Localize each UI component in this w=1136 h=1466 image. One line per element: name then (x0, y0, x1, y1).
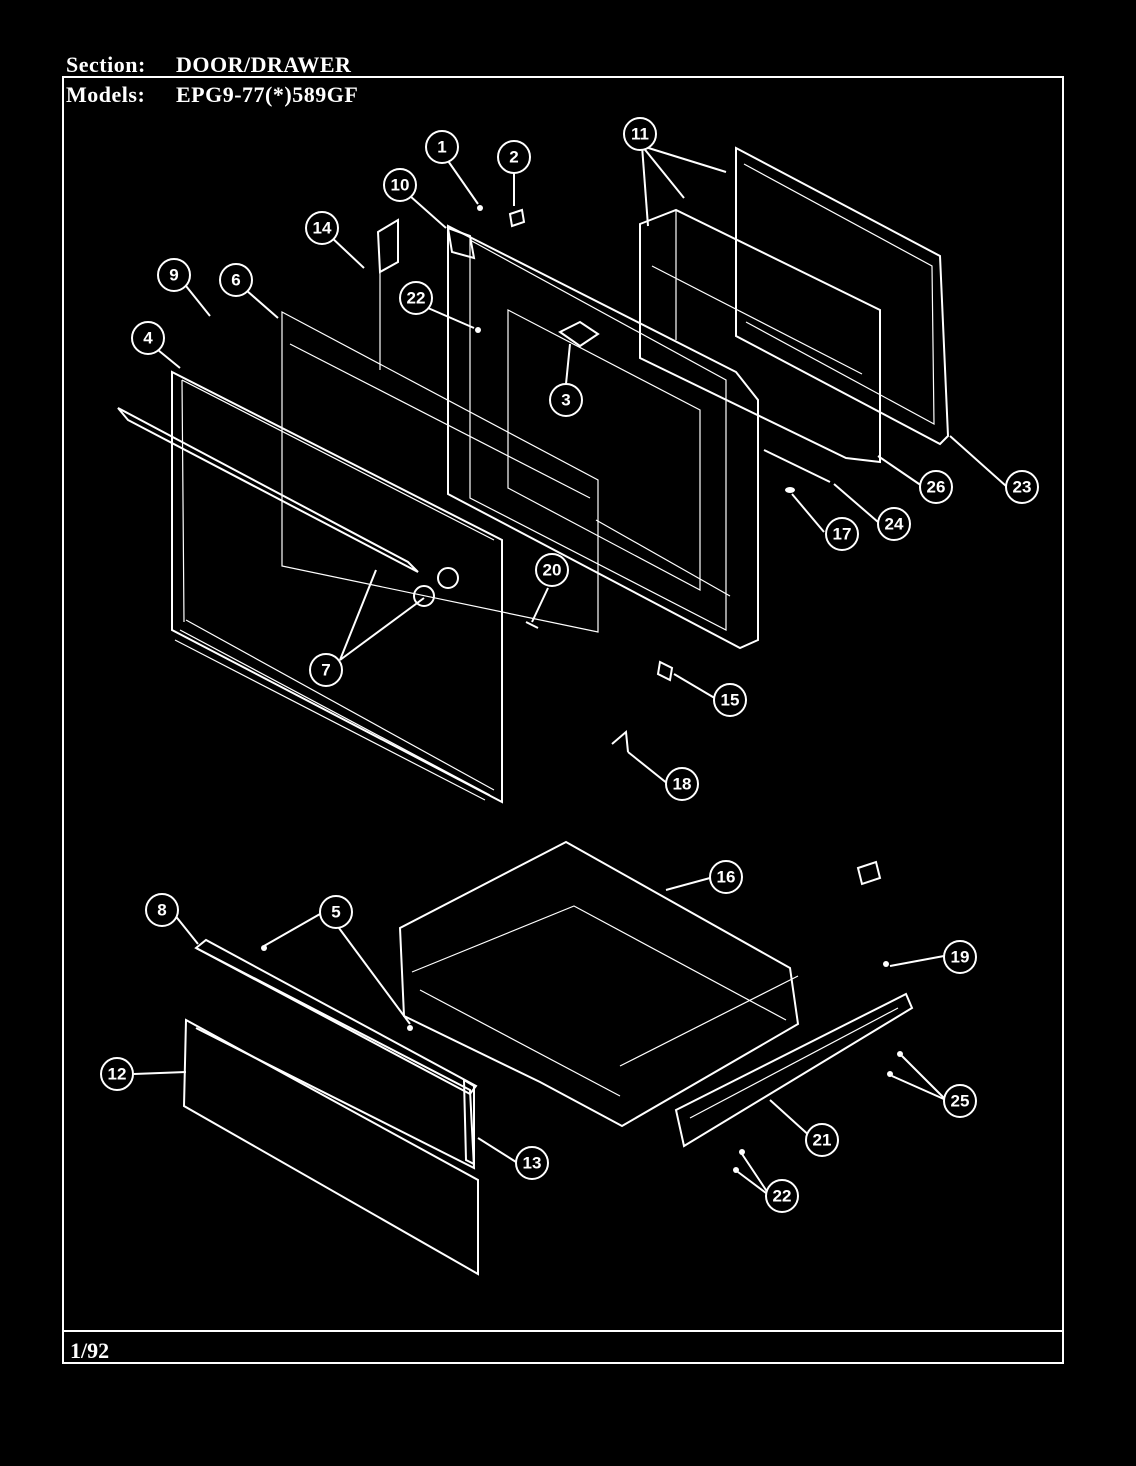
door-handle (117, 407, 459, 607)
callout-22-upper: 22 (399, 281, 433, 315)
svg-text:4: 4 (143, 329, 153, 348)
svg-text:19: 19 (951, 948, 970, 967)
diagram-frame (62, 76, 1064, 1364)
svg-text:12: 12 (108, 1065, 127, 1084)
callout-12: 12 (100, 1057, 134, 1091)
svg-text:24: 24 (885, 515, 904, 534)
callout-11: 11 (623, 117, 657, 151)
part-24-rod (763, 449, 831, 483)
part-22-screw-lower-a (739, 1149, 745, 1155)
part-22-screw-lower-b (733, 1167, 739, 1173)
svg-text:9: 9 (169, 266, 178, 285)
callout-6: 6 (219, 263, 253, 297)
drawer-side-rail (674, 992, 914, 1148)
footer-divider (62, 1330, 1064, 1332)
door-hinge (446, 226, 476, 260)
svg-text:3: 3 (561, 391, 570, 410)
part-25-screw-a (897, 1051, 903, 1057)
part-15-bumper (656, 660, 674, 682)
callout-7: 7 (309, 653, 343, 687)
svg-text:21: 21 (813, 1131, 832, 1150)
svg-text:5: 5 (331, 903, 340, 922)
svg-text:18: 18 (673, 775, 692, 794)
svg-text:15: 15 (721, 691, 740, 710)
door-glass (281, 311, 599, 633)
drawer-front-panel (182, 947, 479, 1276)
callout-9: 9 (157, 258, 191, 292)
callout-14: 14 (305, 211, 339, 245)
callout-4: 4 (131, 321, 165, 355)
drawer-handle-rod (194, 938, 478, 1096)
callout-8: 8 (145, 893, 179, 927)
callout-17: 17 (825, 517, 859, 551)
part-19-screw (883, 961, 889, 967)
svg-text:2: 2 (509, 148, 518, 167)
callout-22-lower: 22 (765, 1179, 799, 1213)
leader-lines (133, 145, 1007, 1197)
callout-23: 23 (1005, 470, 1039, 504)
svg-text:7: 7 (321, 661, 330, 680)
svg-text:14: 14 (313, 219, 332, 238)
callout-3: 3 (549, 383, 583, 417)
part-5-screw-b (407, 1025, 413, 1031)
door-insulation (639, 208, 881, 464)
svg-text:22: 22 (773, 1187, 792, 1206)
svg-text:23: 23 (1013, 478, 1032, 497)
back-door-panel (735, 146, 950, 446)
callout-13: 13 (515, 1146, 549, 1180)
svg-text:26: 26 (927, 478, 946, 497)
callout-20: 20 (535, 553, 569, 587)
callout-24: 24 (877, 507, 911, 541)
callout-10: 10 (383, 168, 417, 202)
part-25-screw-b (887, 1071, 893, 1077)
drawer-bracket (462, 1078, 475, 1166)
svg-text:6: 6 (231, 271, 240, 290)
svg-text:11: 11 (631, 125, 649, 144)
svg-text:22: 22 (407, 289, 426, 308)
part-18-clip (611, 729, 629, 753)
svg-text:8: 8 (157, 901, 166, 920)
door-side-trim (376, 218, 399, 370)
section-label: Section: (66, 52, 146, 77)
svg-text:13: 13 (523, 1154, 542, 1173)
section-value: DOOR/DRAWER (176, 52, 352, 77)
part-2-clip (508, 208, 526, 228)
callout-26: 26 (919, 470, 953, 504)
svg-text:16: 16 (717, 868, 736, 887)
door-bracket (558, 320, 600, 348)
callout-18: 18 (665, 767, 699, 801)
callout-5: 5 (319, 895, 353, 929)
models-label: Models: (66, 82, 146, 107)
callout-2: 2 (497, 140, 531, 174)
svg-text:17: 17 (833, 525, 852, 544)
svg-text:10: 10 (391, 176, 410, 195)
part-1-screw (477, 205, 483, 211)
models-value: EPG9-77(*)589GF (176, 82, 359, 107)
drawer-body (398, 840, 800, 1128)
callout-15: 15 (713, 683, 747, 717)
callout-25: 25 (943, 1084, 977, 1118)
callout-19: 19 (943, 940, 977, 974)
svg-text:1: 1 (437, 138, 446, 157)
part-19-clip-small (856, 860, 882, 886)
callout-16: 16 (709, 860, 743, 894)
svg-text:20: 20 (543, 561, 562, 580)
svg-text:25: 25 (951, 1092, 970, 1111)
part-17-fastener (785, 487, 795, 493)
outer-door-panel (171, 370, 503, 804)
callout-21: 21 (805, 1123, 839, 1157)
callout-1: 1 (425, 130, 459, 164)
part-22-screw-upper (475, 327, 481, 333)
footer-date: 1/92 (70, 1338, 110, 1363)
part-5-screw-a (261, 945, 267, 951)
inner-door-liner (447, 224, 759, 650)
part-20-pin (525, 621, 539, 629)
